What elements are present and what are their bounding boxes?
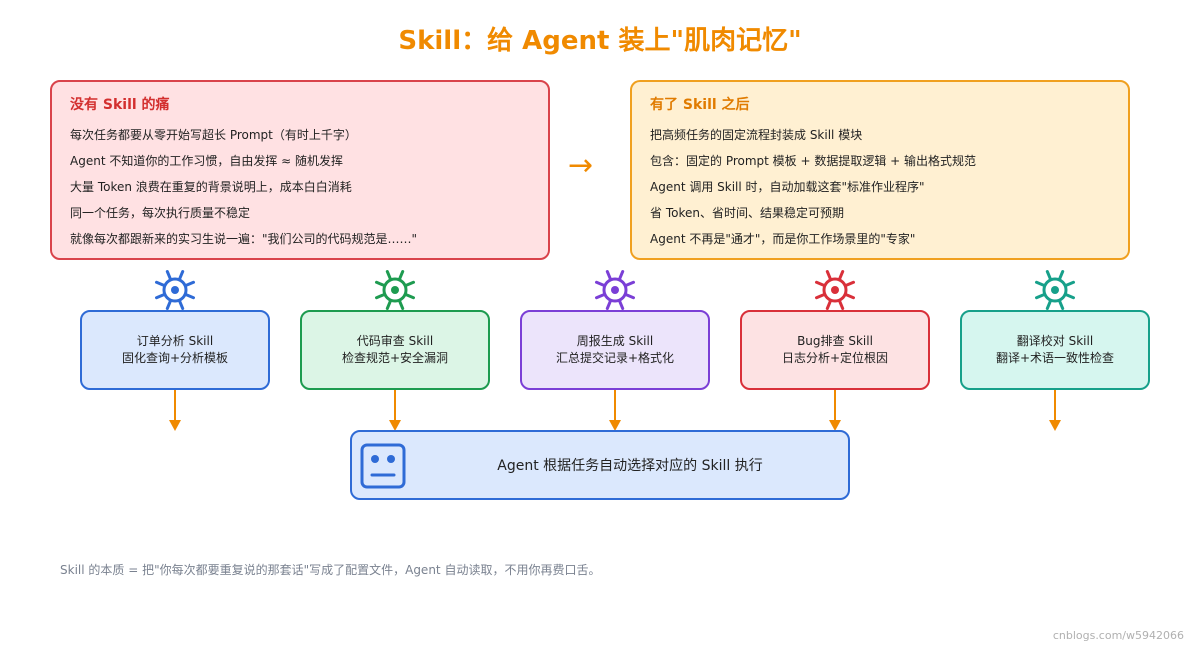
footer-note: Skill 的本质 = 把"你每次都要重复说的那套话"写成了配置文件，Agent… [60, 563, 601, 577]
pain-line: 同一个任务，每次执行质量不稳定 [70, 206, 251, 220]
pain-line: 每次任务都要从零开始写超长 Prompt（有时上千字） [70, 128, 357, 142]
skill-desc: 检查规范+安全漏洞 [341, 351, 449, 365]
skill-box-translation: 翻译校对 Skill 翻译+术语一致性检查 [960, 310, 1150, 390]
skill-box-weekly-report: 周报生成 Skill 汇总提交记录+格式化 [520, 310, 710, 390]
pain-line: 就像每次都跟新来的实习生说一遍："我们公司的代码规范是……" [70, 232, 418, 246]
gear-icon [595, 270, 635, 310]
gear-icon [155, 270, 195, 310]
watermark: cnblogs.com/w5942066 [1052, 629, 1184, 642]
skill-desc: 固化查询+分析模板 [121, 351, 229, 365]
skill-box-order-analysis: 订单分析 Skill 固化查询+分析模板 [80, 310, 270, 390]
arrow-down-icon [1049, 390, 1061, 431]
gear-icon [1035, 270, 1075, 310]
gear-icon [375, 270, 415, 310]
gain-line: Agent 不再是"通才"，而是你工作场景里的"专家" [650, 232, 916, 246]
gain-line: Agent 调用 Skill 时，自动加载这套"标准作业程序" [650, 180, 925, 194]
skill-desc: 日志分析+定位根因 [781, 351, 889, 365]
gain-panel-heading: 有了 Skill 之后 [650, 97, 750, 113]
arrow-down-icon [829, 390, 841, 431]
arrow-down-icon [609, 390, 621, 431]
agent-box: Agent 根据任务自动选择对应的 Skill 执行 [350, 430, 850, 500]
transition-arrow-icon: → [568, 148, 594, 183]
diagram-title: Skill：给 Agent 装上"肌肉记忆" [398, 26, 802, 56]
skill-desc: 翻译+术语一致性检查 [995, 351, 1115, 365]
pain-line: 大量 Token 浪费在重复的背景说明上，成本白白消耗 [70, 180, 352, 194]
skill-box-code-review: 代码审查 Skill 检查规范+安全漏洞 [300, 310, 490, 390]
gain-line: 把高频任务的固定流程封装成 Skill 模块 [650, 128, 863, 142]
pain-panel: 没有 Skill 的痛 每次任务都要从零开始写超长 Prompt（有时上千字） … [50, 80, 550, 260]
gain-line: 省 Token、省时间、结果稳定可预期 [650, 206, 844, 220]
pain-line: Agent 不知道你的工作习惯，自由发挥 ≈ 随机发挥 [70, 154, 344, 168]
gain-line: 包含：固定的 Prompt 模板 + 数据提取逻辑 + 输出格式规范 [650, 154, 977, 168]
skill-box-bug-triage: Bug排查 Skill 日志分析+定位根因 [740, 310, 930, 390]
arrow-down-icon [389, 390, 401, 431]
gain-panel: 有了 Skill 之后 把高频任务的固定流程封装成 Skill 模块 包含：固定… [630, 80, 1130, 260]
pain-panel-heading: 没有 Skill 的痛 [70, 97, 170, 113]
skill-name: 周报生成 Skill [576, 334, 654, 348]
robot-icon [360, 443, 406, 489]
skill-name: 翻译校对 Skill [1016, 334, 1094, 348]
skill-name: 订单分析 Skill [136, 334, 214, 348]
gear-icon [815, 270, 855, 310]
arrow-down-icon [169, 390, 181, 431]
agent-label: Agent 根据任务自动选择对应的 Skill 执行 [497, 458, 763, 474]
skill-name: 代码审查 Skill [356, 334, 434, 348]
skill-desc: 汇总提交记录+格式化 [555, 351, 675, 365]
skill-name: Bug排查 Skill [797, 334, 873, 348]
